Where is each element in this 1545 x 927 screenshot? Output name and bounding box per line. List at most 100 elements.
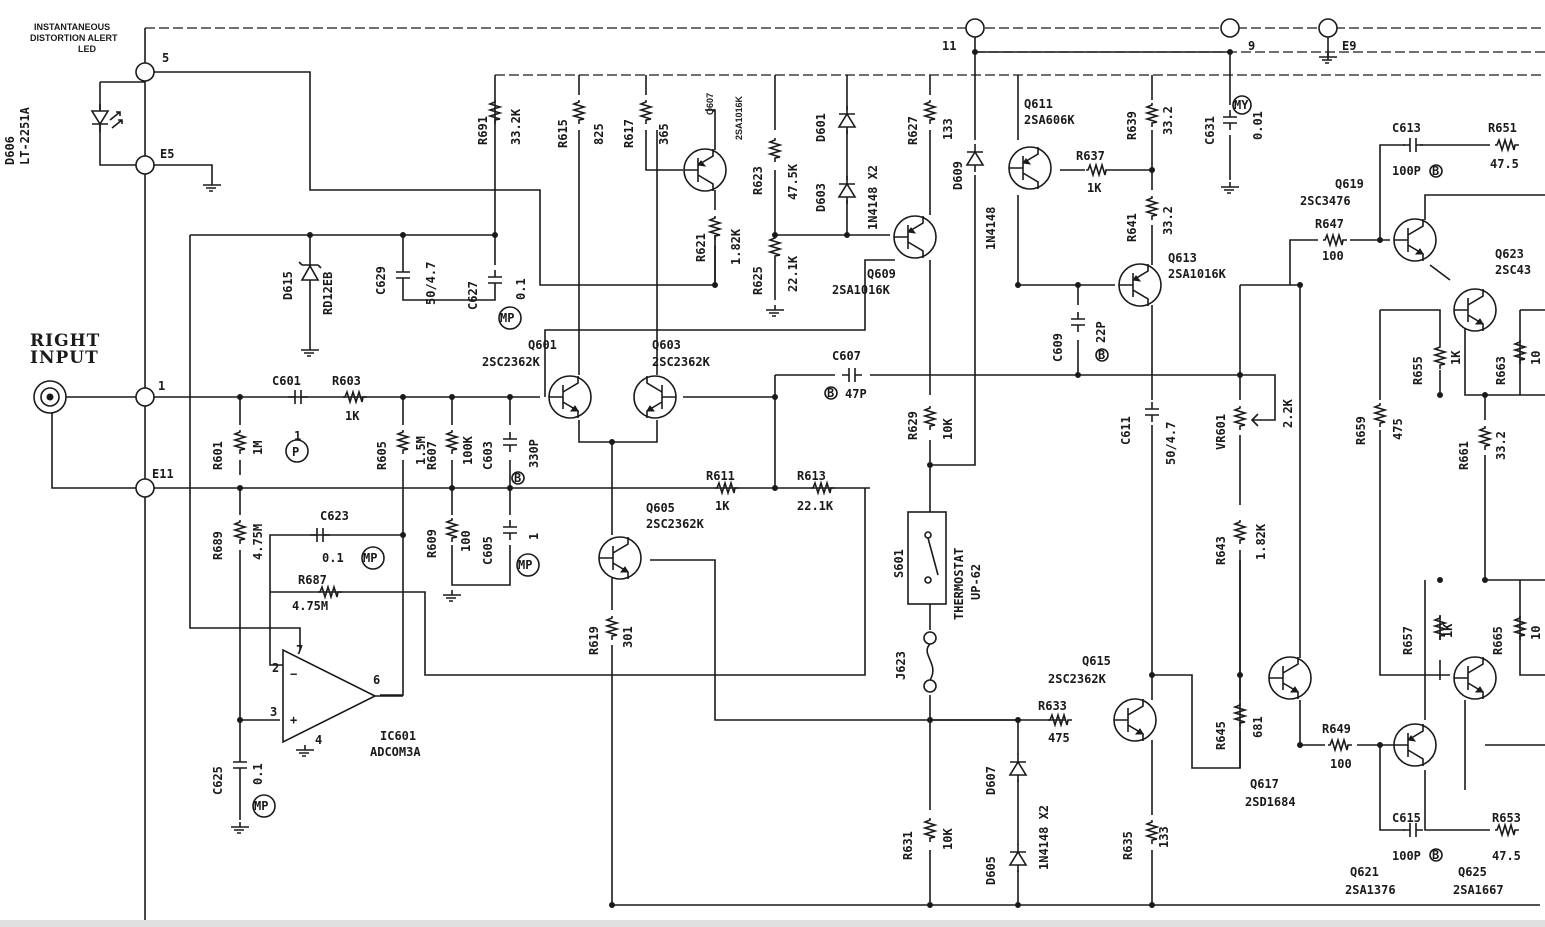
r607-value: 100K	[461, 435, 475, 465]
r609-ref: R609	[425, 529, 439, 558]
bottom-scroll-strip	[0, 920, 1545, 927]
ic601-pin4: 4	[315, 733, 322, 747]
r649-value: 100	[1330, 757, 1352, 771]
r661-ref: R661	[1457, 441, 1471, 470]
my-mark-c631: MY	[1234, 98, 1249, 112]
c615-value: 100P	[1392, 849, 1421, 863]
r647-ref: R647	[1315, 217, 1344, 231]
led-note-line-3: LED	[78, 44, 97, 54]
r647-value: 100	[1322, 249, 1344, 263]
s601-ref: S601	[892, 549, 906, 578]
vr601-ref: VR601	[1214, 414, 1228, 450]
r689-ref: R689	[211, 531, 225, 560]
r663-value: 10	[1529, 351, 1543, 365]
ic601-pin2: 2	[272, 661, 279, 675]
q601-part: 2SC2362K	[482, 355, 541, 369]
q617-part: 2SD1684	[1245, 795, 1296, 809]
d609-value: 1N4148	[984, 207, 998, 250]
ic601-pin3: 3	[270, 705, 277, 719]
r617-ref: R617	[622, 119, 636, 148]
terminal-9-label: 9	[1248, 39, 1255, 53]
q609-part: 2SA1016K	[832, 283, 891, 297]
r653-ref: R653	[1492, 811, 1521, 825]
r639-ref: R639	[1125, 111, 1139, 140]
ic601-ref: IC601	[380, 729, 416, 743]
c603-value: 330P	[527, 439, 541, 468]
r623-ref: R623	[751, 166, 765, 195]
r639-value: 33.2	[1161, 106, 1175, 135]
q603-part: 2SC2362K	[652, 355, 711, 369]
r657-value: 1K	[1441, 623, 1455, 638]
q615-ref: Q615	[1082, 654, 1111, 668]
led-note-line-2: DISTORTION ALERT	[30, 33, 118, 43]
q605-part: 2SC2362K	[646, 517, 705, 531]
mp-mark-c623: MP	[363, 551, 377, 565]
c611-value: 50/4.7	[1164, 422, 1178, 465]
ic601-pin7: 7	[296, 643, 303, 657]
q601-ref: Q601	[528, 338, 557, 352]
q609-ref: Q609	[867, 267, 896, 281]
c613-value: 100P	[1392, 164, 1421, 178]
r661-value: 33.2	[1494, 431, 1508, 460]
c607-ref: C607	[832, 349, 861, 363]
junctions	[237, 49, 1488, 908]
r603-value: 1K	[345, 409, 360, 423]
r631-value: 10K	[941, 828, 955, 850]
vr601-potentiometer	[1234, 395, 1276, 431]
terminal-1	[135, 387, 155, 407]
r641-ref: R641	[1125, 213, 1139, 242]
d601-d603-value: 1N4148 X2	[866, 165, 880, 230]
q613-ref: Q613	[1168, 251, 1197, 265]
r607-ref: R607	[425, 441, 439, 470]
r619-value: 301	[621, 626, 635, 648]
q607-part: 2SA1016K	[734, 95, 744, 140]
r605-value: 1.5M	[414, 436, 428, 465]
d606-part: LT-2251A	[18, 106, 32, 165]
r687-ref: R687	[298, 573, 327, 587]
circle-marks	[252, 95, 1443, 862]
terminal-11-label: 11	[942, 39, 956, 53]
b-mark-c613: B	[1432, 164, 1439, 178]
terminal-11	[965, 18, 985, 38]
r645-value: 681	[1251, 716, 1265, 738]
r633-ref: R633	[1038, 699, 1067, 713]
r621-ref: R621	[694, 233, 708, 262]
d607-ref: D607	[984, 766, 998, 795]
q619-ref: Q619	[1335, 177, 1364, 191]
q607-ref: Q607	[705, 93, 715, 115]
terminals	[33, 18, 1338, 498]
r651-value: 47.5	[1490, 157, 1519, 171]
d609-ref: D609	[951, 161, 965, 190]
input-label-line-2: INPUT	[30, 348, 99, 368]
q611-ref: Q611	[1024, 97, 1053, 111]
c627-value: 0.1	[514, 278, 528, 300]
s601-value: THERMOSTAT	[952, 548, 966, 620]
mp-mark-c625: MP	[254, 799, 268, 813]
ic601-pin6: 6	[373, 673, 380, 687]
r635-ref: R635	[1121, 831, 1135, 860]
d605-ref: D605	[984, 856, 998, 885]
d615-value: RD12EB	[321, 272, 335, 315]
vr601-value: 2.2K	[1281, 398, 1295, 428]
c615-ref: C615	[1392, 811, 1421, 825]
capacitors	[232, 109, 1424, 838]
r627-value: 133	[941, 118, 955, 140]
c607-value: 47P	[845, 387, 867, 401]
r625-value: 22.1K	[786, 255, 800, 292]
c629-value: 50/4.7	[424, 262, 438, 305]
terminal-e5	[135, 155, 155, 175]
b-mark-c615: B	[1432, 848, 1439, 862]
q625-part: 2SA1667	[1453, 883, 1504, 897]
r631-ref: R631	[901, 831, 915, 860]
d601-ref: D601	[814, 113, 828, 142]
b-mark-c603: B	[514, 471, 521, 485]
q617-ref: Q617	[1250, 777, 1279, 791]
q623-part: 2SC43	[1495, 263, 1531, 277]
diodes	[298, 105, 1027, 873]
r655-value: 1K	[1449, 350, 1463, 365]
c631-ref: C631	[1203, 116, 1217, 145]
r601-ref: R601	[211, 441, 225, 470]
c625-value: 0.1	[251, 763, 265, 785]
r635-value: 133	[1157, 826, 1171, 848]
r687-value: 4.75M	[292, 599, 328, 613]
